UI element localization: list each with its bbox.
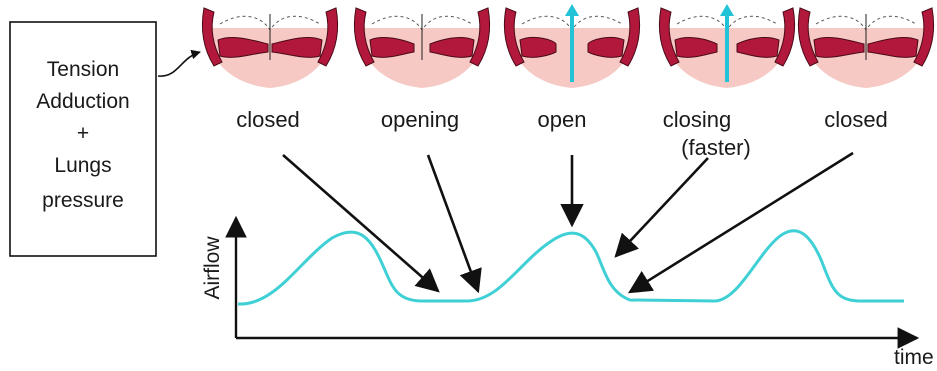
vocal-fold-diagram-1 <box>202 8 337 88</box>
info-box-line-3: + <box>77 122 89 145</box>
pointer-arrow-closed-2 <box>630 153 853 292</box>
box-connector-arrow <box>158 52 200 76</box>
airflow-curve <box>238 231 904 304</box>
vocal-fold-diagram-3 <box>504 4 639 88</box>
phase-label-closed-2: closed <box>824 107 888 132</box>
vocal-fold-diagrams <box>202 4 933 88</box>
phase-label-closed-1: closed <box>236 107 300 132</box>
info-box-line-4: Lungs <box>54 154 111 177</box>
left-vocal-fold <box>520 37 556 57</box>
info-box-line-2: Adduction <box>36 90 129 113</box>
pointer-arrow-opening <box>428 155 478 291</box>
vocal-fold-diagram-4 <box>659 4 794 88</box>
phase-label-closing: closing <box>663 107 731 132</box>
airflow-arrow-head <box>565 4 579 16</box>
info-box-line-1: Tension <box>47 58 119 81</box>
vocal-fold-diagram-2 <box>354 8 489 88</box>
vocal-fold-diagram-5 <box>798 8 933 88</box>
right-vocal-fold <box>588 37 624 57</box>
info-box: Tension Adduction + Lungs pressure <box>10 22 156 256</box>
airflow-arrow-head <box>720 4 734 16</box>
phase-label-opening: opening <box>381 107 459 132</box>
pointer-arrow-closing <box>616 158 708 256</box>
pointer-arrow-closed-1 <box>283 155 438 291</box>
info-box-line-5: pressure <box>42 189 124 212</box>
phase-sublabel-faster: (faster) <box>681 135 751 160</box>
phase-label-open: open <box>538 107 587 132</box>
y-axis-label: Airflow <box>201 236 224 300</box>
x-axis-label: time <box>894 346 934 369</box>
